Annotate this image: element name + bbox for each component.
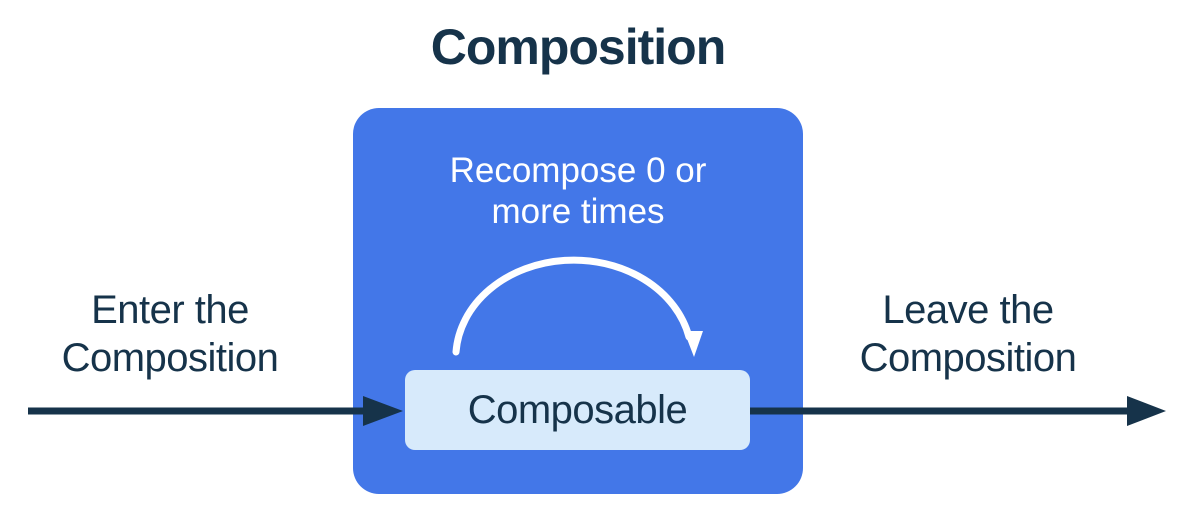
leave-arrow-icon bbox=[750, 396, 1166, 426]
page-title: Composition bbox=[430, 19, 727, 75]
leave-label-line1: Leave the bbox=[882, 288, 1054, 332]
recompose-label: Recompose 0 or more times bbox=[353, 150, 803, 233]
recompose-label-line1: Recompose 0 or bbox=[449, 151, 707, 190]
enter-label-line2: Composition bbox=[61, 336, 279, 380]
composable-box: Composable bbox=[405, 370, 750, 450]
recompose-label-line2: more times bbox=[491, 192, 665, 232]
composable-label: Composable bbox=[467, 387, 688, 432]
enter-composition-label: Enter the Composition bbox=[20, 286, 320, 382]
enter-arrow-icon bbox=[28, 396, 403, 426]
leave-label-line2: Composition bbox=[859, 336, 1077, 380]
enter-label-line1: Enter the bbox=[91, 288, 249, 332]
leave-composition-label: Leave the Composition bbox=[818, 286, 1118, 382]
